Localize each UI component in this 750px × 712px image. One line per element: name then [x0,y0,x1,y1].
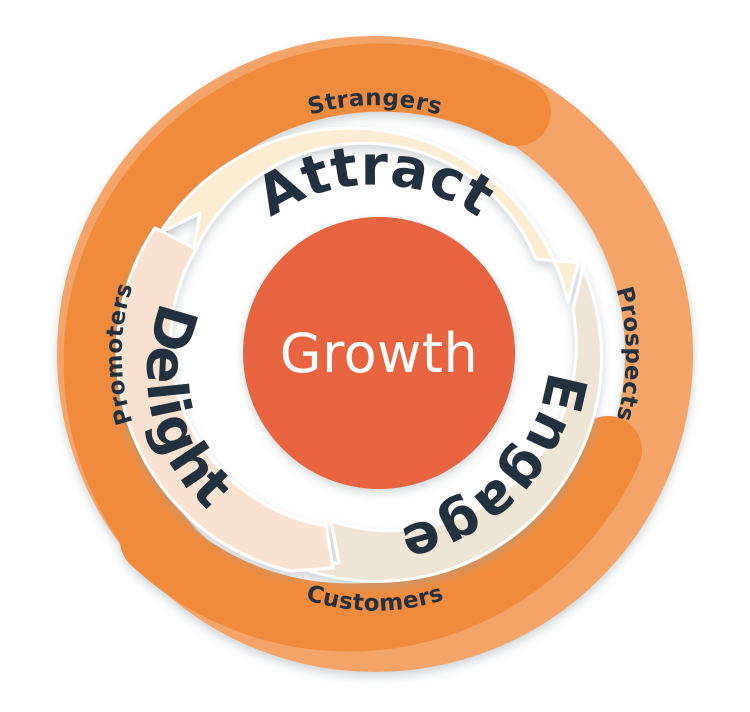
growth-core-label: Growth [280,322,478,385]
outer-label-prospects: Prospects [611,284,646,424]
outer-ring-segment-bottom [120,416,642,652]
growth-core-circle [243,217,515,489]
outer-ring-labels: Strangers Prospects Customers Promoters [101,85,646,617]
inner-segment-engage [294,266,604,583]
outer-audience-ring [57,36,693,672]
inner-stage-ring [115,126,604,583]
inner-segment-attract [158,126,580,304]
outer-label-strangers: Strangers [305,85,445,120]
outer-ring-segment-top [63,43,551,577]
inner-segment-delight [115,226,335,573]
